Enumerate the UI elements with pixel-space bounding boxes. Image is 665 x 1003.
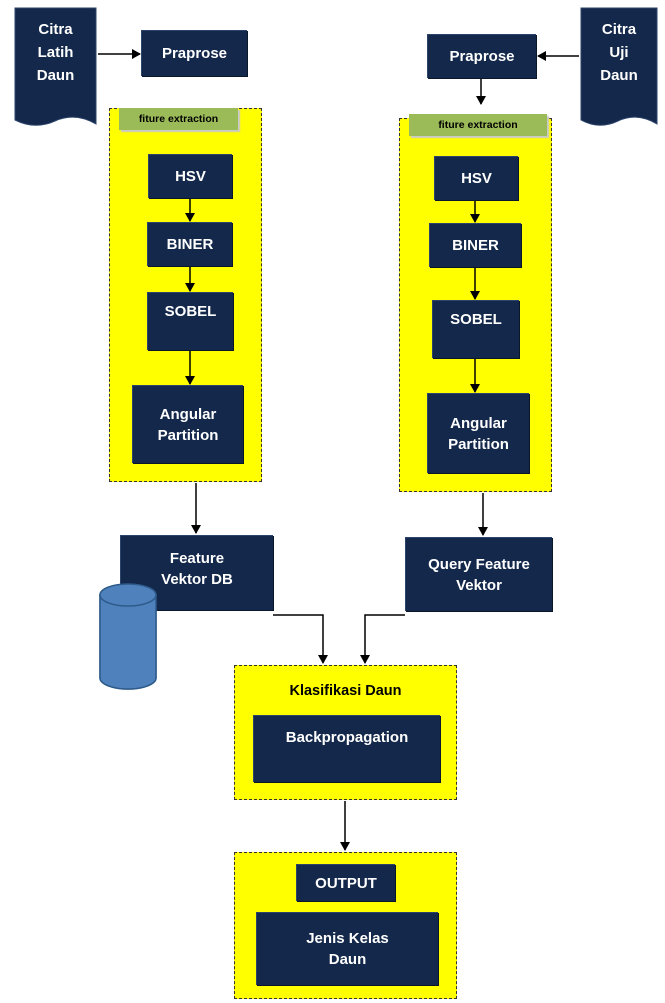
document-left-icon (14, 7, 97, 126)
input-doc-left-line2: Latih (37, 44, 74, 61)
output-title: OUTPUT (296, 864, 395, 901)
extraction-tab-left (119, 108, 238, 130)
input-doc-right-line1: Citra (601, 21, 637, 38)
extraction-tab-left-label: fiture extraction (138, 113, 219, 125)
input-doc-left-line3: Daun (36, 67, 75, 84)
input-doc-right-line2: Uji (609, 44, 629, 61)
input-doc-right-line3: Daun (600, 67, 638, 84)
extraction-tab-right-label: fiture extraction (438, 119, 518, 131)
query-feature-vektor: Query Feature Vektor (405, 537, 552, 611)
praprose-left: Praprose (141, 30, 247, 76)
classification-title: Klasifikasi Daun (289, 683, 402, 699)
angular-partition-right: Angular Partition (427, 393, 529, 473)
biner-left: BINER (147, 222, 232, 266)
angular-partition-left: Angular Partition (132, 385, 243, 463)
sobel-left: SOBEL (147, 292, 233, 350)
praprose-right: Praprose (427, 34, 536, 78)
extraction-tab-right (409, 114, 547, 136)
hsv-left: HSV (148, 154, 232, 198)
input-doc-left-line1: Citra (38, 21, 73, 38)
database-cylinder-top-icon (99, 583, 157, 690)
jenis-kelas-daun: Jenis Kelas Daun (256, 912, 438, 985)
hsv-right: HSV (434, 156, 518, 200)
arrow-featuredb-classify (273, 614, 328, 664)
biner-right: BINER (429, 223, 521, 267)
backpropagation-node: Backpropagation (253, 715, 440, 782)
document-right-icon (580, 7, 658, 126)
sobel-right: SOBEL (432, 300, 519, 358)
feature-vektor-db: Feature Vektor DB (120, 535, 273, 610)
arrow-query-classify (360, 614, 405, 664)
